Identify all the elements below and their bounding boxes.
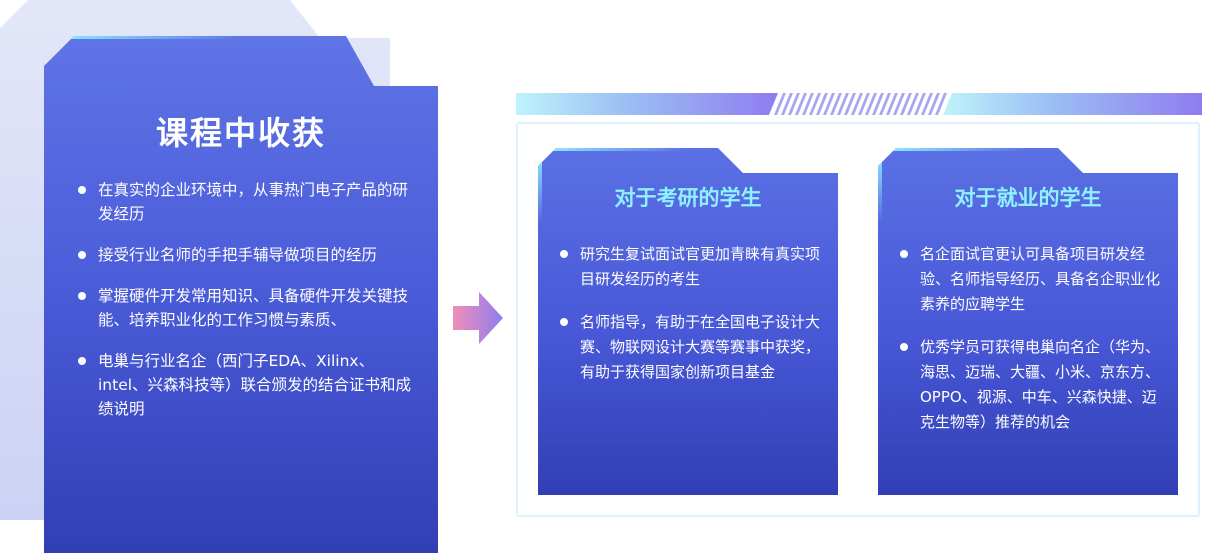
list-item-text: 在真实的企业环境中，从事热门电子产品的研发经历 bbox=[98, 181, 409, 223]
list-item-text: 接受行业名师的手把手辅导做项目的经历 bbox=[98, 246, 378, 264]
decorative-header-bar bbox=[516, 93, 1202, 115]
list-item: 优秀学员可获得电巢向名企（华为、海思、迈瑞、大疆、小米、京东方、OPPO、视源、… bbox=[900, 335, 1162, 435]
list-item-text: 电巢与行业名企（西门子EDA、Xilinx、intel、兴森科技等）联合颁发的结… bbox=[98, 352, 412, 418]
bullet-dot bbox=[78, 292, 86, 300]
bullet-dot bbox=[78, 357, 86, 365]
list-item: 电巢与行业名企（西门子EDA、Xilinx、intel、兴森科技等）联合颁发的结… bbox=[78, 349, 423, 421]
course-gains-list: 在真实的企业环境中，从事热门电子产品的研发经历 接受行业名师的手把手辅导做项目的… bbox=[78, 178, 423, 438]
bullet-dot bbox=[78, 251, 86, 259]
employment-card-title: 对于就业的学生 bbox=[954, 186, 1102, 210]
list-item: 名师指导，有助于在全国电子设计大赛、物联网设计大赛等赛事中获奖，有助于获得国家创… bbox=[560, 310, 822, 385]
list-item: 名企面试官更认可具备项目研发经验、名师指导经历、具备名企职业化素养的应聘学生 bbox=[900, 242, 1162, 317]
employment-students-card: 对于就业的学生 名企面试官更认可具备项目研发经验、名师指导经历、具备名企职业化素… bbox=[878, 148, 1178, 495]
list-item-text: 研究生复试面试官更加青睐有真实项目研发经历的考生 bbox=[580, 245, 821, 288]
list-item-text: 优秀学员可获得电巢向名企（华为、海思、迈瑞、大疆、小米、京东方、OPPO、视源、… bbox=[920, 338, 1161, 431]
bullet-dot bbox=[78, 186, 86, 194]
bullet-dot bbox=[900, 250, 908, 258]
list-item-text: 掌握硬件开发常用知识、具备硬件开发关键技能、培养职业化的工作习惯与素质、 bbox=[98, 287, 409, 329]
course-gains-title: 课程中收获 bbox=[155, 114, 326, 152]
list-item: 在真实的企业环境中，从事热门电子产品的研发经历 bbox=[78, 178, 423, 226]
list-item-text: 名企面试官更认可具备项目研发经验、名师指导经历、具备名企职业化素养的应聘学生 bbox=[920, 245, 1161, 313]
list-item: 掌握硬件开发常用知识、具备硬件开发关键技能、培养职业化的工作习惯与素质、 bbox=[78, 284, 423, 332]
arrow-right-icon bbox=[453, 292, 503, 344]
bullet-dot bbox=[560, 318, 568, 326]
bullet-dot bbox=[900, 343, 908, 351]
employment-benefits-list: 名企面试官更认可具备项目研发经验、名师指导经历、具备名企职业化素养的应聘学生 优… bbox=[900, 242, 1162, 453]
list-item: 研究生复试面试官更加青睐有真实项目研发经历的考生 bbox=[560, 242, 822, 292]
list-item: 接受行业名师的手把手辅导做项目的经历 bbox=[78, 243, 423, 267]
postgrad-card-title: 对于考研的学生 bbox=[614, 186, 762, 210]
postgrad-benefits-list: 研究生复试面试官更加青睐有真实项目研发经历的考生 名师指导，有助于在全国电子设计… bbox=[560, 242, 822, 403]
course-gains-card: 课程中收获 在真实的企业环境中，从事热门电子产品的研发经历 接受行业名师的手把手… bbox=[44, 36, 438, 553]
postgrad-students-card: 对于考研的学生 研究生复试面试官更加青睐有真实项目研发经历的考生 名师指导，有助… bbox=[538, 148, 838, 495]
bullet-dot bbox=[560, 250, 568, 258]
list-item-text: 名师指导，有助于在全国电子设计大赛、物联网设计大赛等赛事中获奖，有助于获得国家创… bbox=[580, 313, 821, 381]
